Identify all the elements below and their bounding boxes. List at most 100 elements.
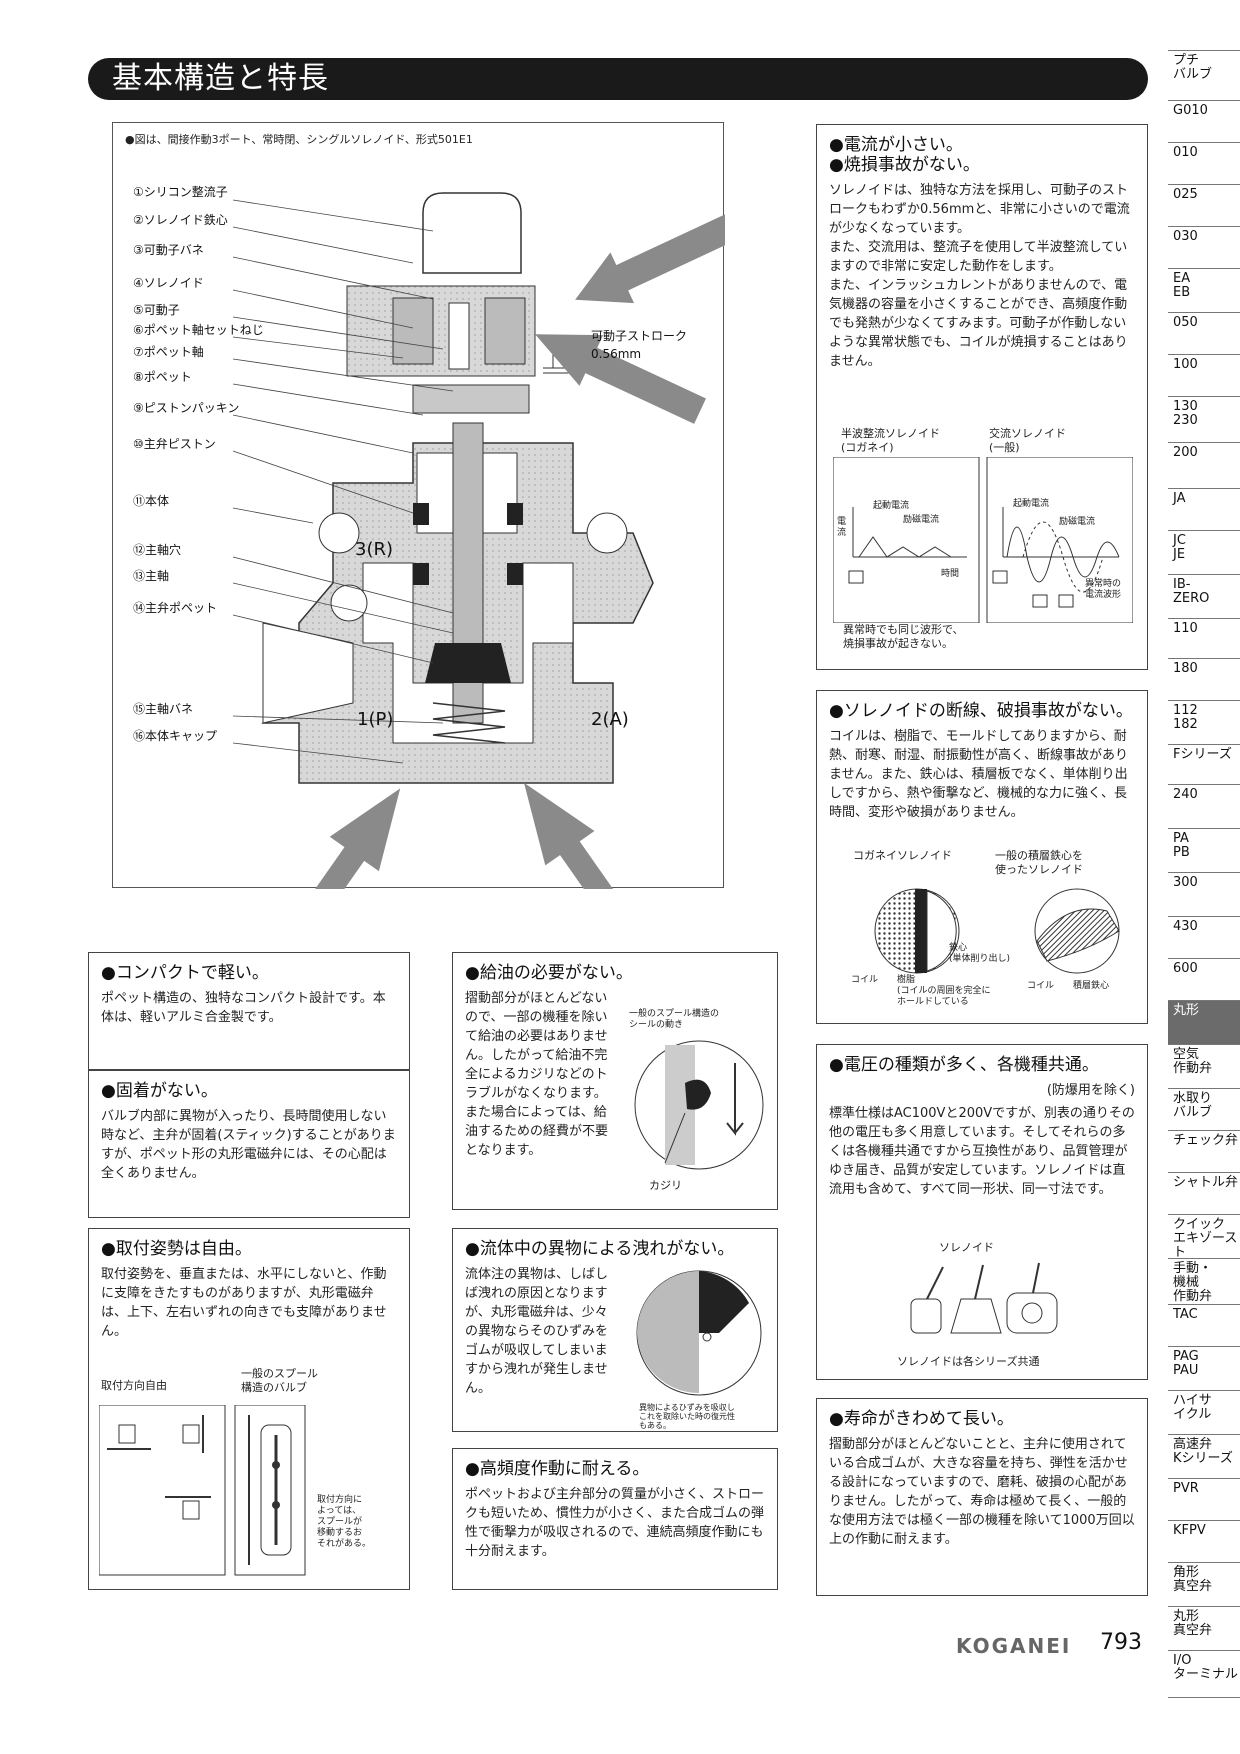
feature-life: ●寿命がきわめて長い。 摺動部分がほとんどないことと、主弁に使用されている合成ゴ… [816, 1398, 1148, 1596]
foreign-matter-figure [636, 1270, 762, 1396]
feature-title: ●ソレノイドの断線、破損事故がない。 [829, 701, 1133, 721]
feature-title: ●電圧の種類が多く、各機種共通。 [829, 1055, 1099, 1075]
label-resin: 樹脂 (コイルの周囲を完全に ホールドしている [897, 975, 991, 1007]
port-r: 3(R) [355, 539, 394, 560]
label-laminated: 積層鉄心 [1073, 981, 1110, 991]
feature-text: ソレノイドは、独特な方法を採用し、可動子のストロークもわずか0.56mmと、非常… [829, 183, 1130, 369]
side-tab-kfpv[interactable]: KFPV [1168, 1520, 1240, 1562]
page-number: 793 [1100, 1630, 1142, 1655]
part-label-2: ②ソレノイド鉄心 [133, 213, 228, 227]
side-tab-g010[interactable]: G010 [1168, 100, 1240, 142]
side-tab-pag-pau[interactable]: PAG PAU [1168, 1346, 1240, 1390]
feature-title: ●給油の必要がない。 [465, 963, 633, 983]
side-tab-pa-pb[interactable]: PA PB [1168, 828, 1240, 872]
side-tab-水取り-バルブ[interactable]: 水取り バルブ [1168, 1088, 1240, 1130]
valve-cross-section [232, 192, 725, 889]
side-tab-jc-je[interactable]: JC JE [1168, 530, 1240, 574]
feature-mount: ●取付姿勢は自由。 取付姿勢を、垂直または、水平にしないと、作動に支障をきたすも… [88, 1228, 410, 1590]
page-title: 基本構造と特長 [112, 61, 329, 96]
part-label-13: ⑬主軸 [133, 569, 170, 583]
side-tab-050[interactable]: 050 [1168, 312, 1240, 354]
feature-stick: ●固着がない。 バルブ内部に異物が入ったり、長時間使用しない時など、主弁が固着(… [88, 1070, 410, 1218]
side-tab-430[interactable]: 430 [1168, 916, 1240, 958]
side-tab-pvr[interactable]: PVR [1168, 1478, 1240, 1520]
side-tab-プチ-バルブ[interactable]: プチ バルブ [1168, 50, 1240, 100]
part-label-1: ①シリコン整流子 [133, 185, 228, 199]
side-tab-丸形[interactable]: 丸形 [1168, 1000, 1240, 1044]
fig-left-startup: 起動電流 [873, 501, 910, 511]
side-tab-チェック弁[interactable]: チェック弁 [1168, 1130, 1240, 1172]
side-tab-角形-真空弁[interactable]: 角形 真空弁 [1168, 1562, 1240, 1606]
part-label-9: ⑨ピストンパッキン [133, 401, 240, 415]
side-tab-180[interactable]: 180 [1168, 658, 1240, 700]
part-label-15: ⑮主軸バネ [133, 702, 194, 716]
stroke-value: 0.56mm [591, 347, 642, 361]
feature-foreign: ●流体中の異物による洩れがない。 流体注の異物は、しばしば洩れの原因となりますが… [452, 1228, 778, 1432]
solenoid-series-figure [910, 1262, 1058, 1334]
side-tab-112-182[interactable]: 112 182 [1168, 700, 1240, 744]
side-tab-fシリーズ[interactable]: Fシリーズ [1168, 744, 1240, 784]
part-label-3: ③可動子バネ [133, 243, 204, 257]
feature-title: ●固着がない。 [101, 1081, 218, 1101]
side-tab-丸形-真空弁[interactable]: 丸形 真空弁 [1168, 1606, 1240, 1650]
fig-right-exciting: 励磁電流 [1059, 517, 1096, 527]
side-tab-600[interactable]: 600 [1168, 958, 1240, 1000]
side-tab-100[interactable]: 100 [1168, 354, 1240, 396]
feature-title: ●取付姿勢は自由。 [101, 1239, 252, 1259]
side-tab-ib--zero[interactable]: IB- ZERO [1168, 574, 1240, 618]
part-label-16: ⑯本体キャップ [133, 729, 218, 743]
side-tab-110[interactable]: 110 [1168, 618, 1240, 658]
feature-subtitle: (防爆用を除く) [1046, 1083, 1135, 1098]
feature-title: ●寿命がきわめて長い。 [829, 1409, 1014, 1429]
side-tab-シャトル弁[interactable]: シャトル弁 [1168, 1172, 1240, 1214]
side-tab-i/o-ターミナル[interactable]: I/O ターミナル [1168, 1650, 1240, 1698]
fig-note: 異物によるひずみを吸収し これを取除いた時の復元性 もある。 [639, 1403, 735, 1430]
side-tab-ja[interactable]: JA [1168, 488, 1240, 530]
feature-title: ●焼損事故がない。 [829, 155, 980, 175]
fig-note: 異常時でも同じ波形で、 焼損事故が起きない。 [843, 623, 964, 650]
part-label-7: ⑦ポペット軸 [133, 345, 204, 359]
feature-current: ●電流が小さい。 ●焼損事故がない。 ソレノイドは、独特な方法を採用し、可動子の… [816, 124, 1148, 670]
label-coil-left: コイル [851, 975, 879, 985]
fig-right-abnormal: 異常時の 電流波形 [1085, 579, 1122, 600]
feature-text: 流体注の異物は、しばしば洩れの原因となりますが、丸形電磁弁は、少々の異物ならその… [465, 1267, 609, 1396]
spool-seal-figure [634, 1040, 764, 1170]
side-tab-240[interactable]: 240 [1168, 784, 1240, 828]
side-tab-030[interactable]: 030 [1168, 226, 1240, 268]
title-bar [88, 58, 1148, 100]
brand-logo: KOGANEI [956, 1634, 1072, 1658]
feature-compact: ●コンパクトで軽い。 ポペット構造の、独特なコンパクト設計です。本体は、軽いアル… [88, 952, 410, 1070]
diagram-caption: ●図は、間接作動3ポート、常時閉、シングルソレノイド、形式501E1 [125, 133, 473, 146]
fig-right-startup: 起動電流 [1013, 499, 1050, 509]
side-tab-025[interactable]: 025 [1168, 184, 1240, 226]
part-label-6: ⑥ポペット軸セットねじ [133, 323, 264, 337]
side-tab-空気-作動弁[interactable]: 空気 作動弁 [1168, 1044, 1240, 1088]
part-label-8: ⑧ポペット [133, 370, 192, 384]
port-a: 2(A) [591, 709, 629, 730]
side-tab-010[interactable]: 010 [1168, 142, 1240, 184]
side-tab-クイック-エキゾースト[interactable]: クイック エキゾースト [1168, 1214, 1240, 1260]
side-tab-300[interactable]: 300 [1168, 872, 1240, 916]
fig-left-title: 半波整流ソレノイド (コガネイ) [841, 427, 940, 454]
side-tab-130-230[interactable]: 130 230 [1168, 396, 1240, 442]
feature-text: ポペットおよび主弁部分の質量が小さく、ストロークも短いため、慣性力が小さく、また… [465, 1487, 765, 1559]
feature-text: バルブ内部に異物が入ったり、長時間使用しない時など、主弁が固着(スティック)する… [101, 1109, 396, 1181]
structure-diagram-panel: ●図は、間接作動3ポート、常時閉、シングルソレノイド、形式501E1 [112, 122, 725, 889]
label-coil-right: コイル [1027, 981, 1055, 991]
feature-title: ●コンパクトで軽い。 [101, 963, 269, 983]
fig-right-title: 一般の積層鉄心を 使ったソレノイド [995, 849, 1083, 876]
fig-left-exciting: 励磁電流 [903, 515, 940, 525]
side-tab-tac[interactable]: TAC [1168, 1304, 1240, 1346]
fig-right-title: 一般のスプール 構造のバルブ [241, 1367, 318, 1394]
mounting-orientation-figure [99, 1405, 306, 1576]
side-tab-ハイサ-イクル[interactable]: ハイサ イクル [1168, 1390, 1240, 1434]
side-tab-ea-eb[interactable]: EA EB [1168, 268, 1240, 312]
side-tab-手動・-機械-作動弁[interactable]: 手動・ 機械 作動弁 [1168, 1258, 1240, 1304]
feature-text: 取付姿勢を、垂直または、水平にしないと、作動に支障をきたすものがありますが、丸形… [101, 1267, 387, 1339]
fig-note: 取付方向に よっては、 スプールが 移動するお それがある。 [317, 1495, 372, 1549]
side-tab-200[interactable]: 200 [1168, 442, 1240, 488]
side-tab-高速弁-kシリーズ[interactable]: 高速弁 Kシリーズ [1168, 1434, 1240, 1478]
fig-label: カジリ [649, 1179, 682, 1192]
feature-frequency: ●高頻度作動に耐える。 ポペットおよび主弁部分の質量が小さく、ストロークも短いた… [452, 1448, 778, 1590]
stroke-label: 可動子ストローク [591, 329, 688, 343]
